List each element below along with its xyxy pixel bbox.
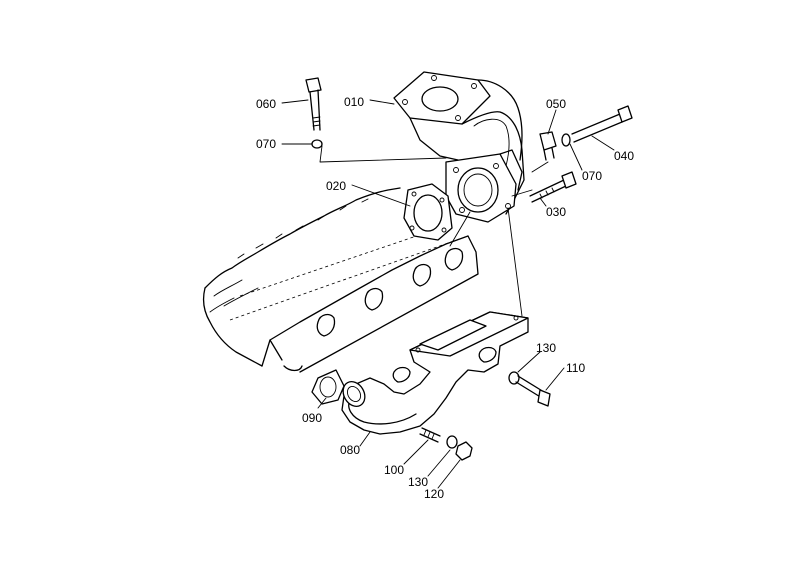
assembly-lines (319, 145, 549, 317)
label-040: 040 (614, 149, 634, 163)
bolt-030 (529, 171, 577, 203)
bolt-050 (539, 131, 557, 161)
label-100: 100 (384, 463, 404, 477)
label-120: 120 (424, 487, 444, 501)
elbow-adapter-010 (393, 71, 525, 223)
label-130-right: 130 (536, 341, 556, 355)
label-110: 110 (566, 361, 585, 375)
stud-100 (419, 427, 441, 443)
washer-070-right (561, 133, 571, 147)
part-labels: 060 010 070 020 050 040 070 030 130 110 … (256, 95, 634, 501)
washer-070-left (311, 139, 323, 149)
label-070-left: 070 (256, 137, 276, 151)
washer-130-lower (446, 435, 458, 449)
label-080: 080 (340, 443, 360, 457)
label-130-lower: 130 (408, 475, 428, 489)
gasket-020 (403, 183, 453, 241)
exhaust-manifold (341, 311, 529, 435)
bolt-110 (515, 375, 551, 407)
gasket-090 (311, 369, 345, 405)
label-050: 050 (546, 97, 566, 111)
label-070-right: 070 (582, 169, 602, 183)
bolt-060 (305, 77, 322, 131)
washer-130-right (508, 371, 520, 385)
label-060: 060 (256, 97, 276, 111)
nut-120 (455, 441, 473, 461)
label-020: 020 (326, 179, 346, 193)
leader-lines (281, 99, 615, 489)
label-010: 010 (344, 95, 364, 109)
label-090: 090 (302, 411, 322, 425)
label-030: 030 (546, 205, 566, 219)
cylinder-head (203, 187, 479, 373)
stud-040 (561, 105, 633, 147)
